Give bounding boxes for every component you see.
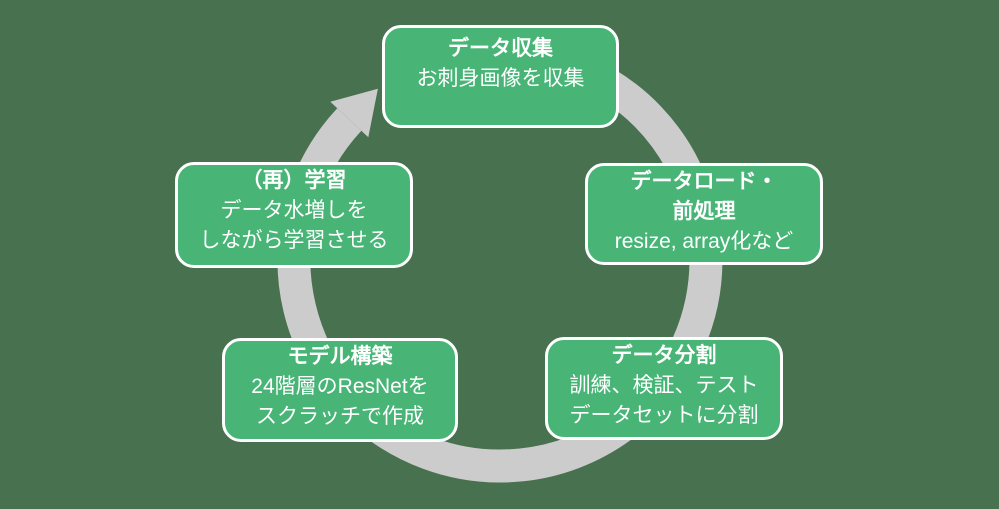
step-description: しながら学習させる xyxy=(199,229,389,252)
step-title: データ分割 xyxy=(611,344,717,367)
step-data-load-preprocess: データロード・ 前処理 resize, array化など xyxy=(585,163,823,265)
step-title: データロード・ xyxy=(630,170,778,193)
step-model-build: モデル構築 24階層のResNetを スクラッチで作成 xyxy=(222,338,458,442)
step-title: モデル構築 xyxy=(287,345,393,368)
step-description: データ水増しを xyxy=(220,199,368,222)
step-description: 24階層のResNetを xyxy=(251,375,429,398)
step-description: スクラッチで作成 xyxy=(256,405,424,428)
step-title: （再）学習 xyxy=(241,169,347,192)
step-description: 訓練、検証、テスト xyxy=(569,374,759,397)
step-data-collection: データ収集 お刺身画像を収集 xyxy=(382,25,619,128)
step-description: データセットに分割 xyxy=(569,404,759,427)
step-data-split: データ分割 訓練、検証、テスト データセットに分割 xyxy=(545,337,783,440)
step-retrain: （再）学習 データ水増しを しながら学習させる xyxy=(175,162,413,268)
step-title: データ収集 xyxy=(448,37,553,60)
step-description: お刺身画像を収集 xyxy=(416,67,585,90)
step-title: 前処理 xyxy=(672,200,736,223)
cycle-arrowhead-icon xyxy=(330,88,378,138)
step-description: resize, array化など xyxy=(614,230,794,253)
